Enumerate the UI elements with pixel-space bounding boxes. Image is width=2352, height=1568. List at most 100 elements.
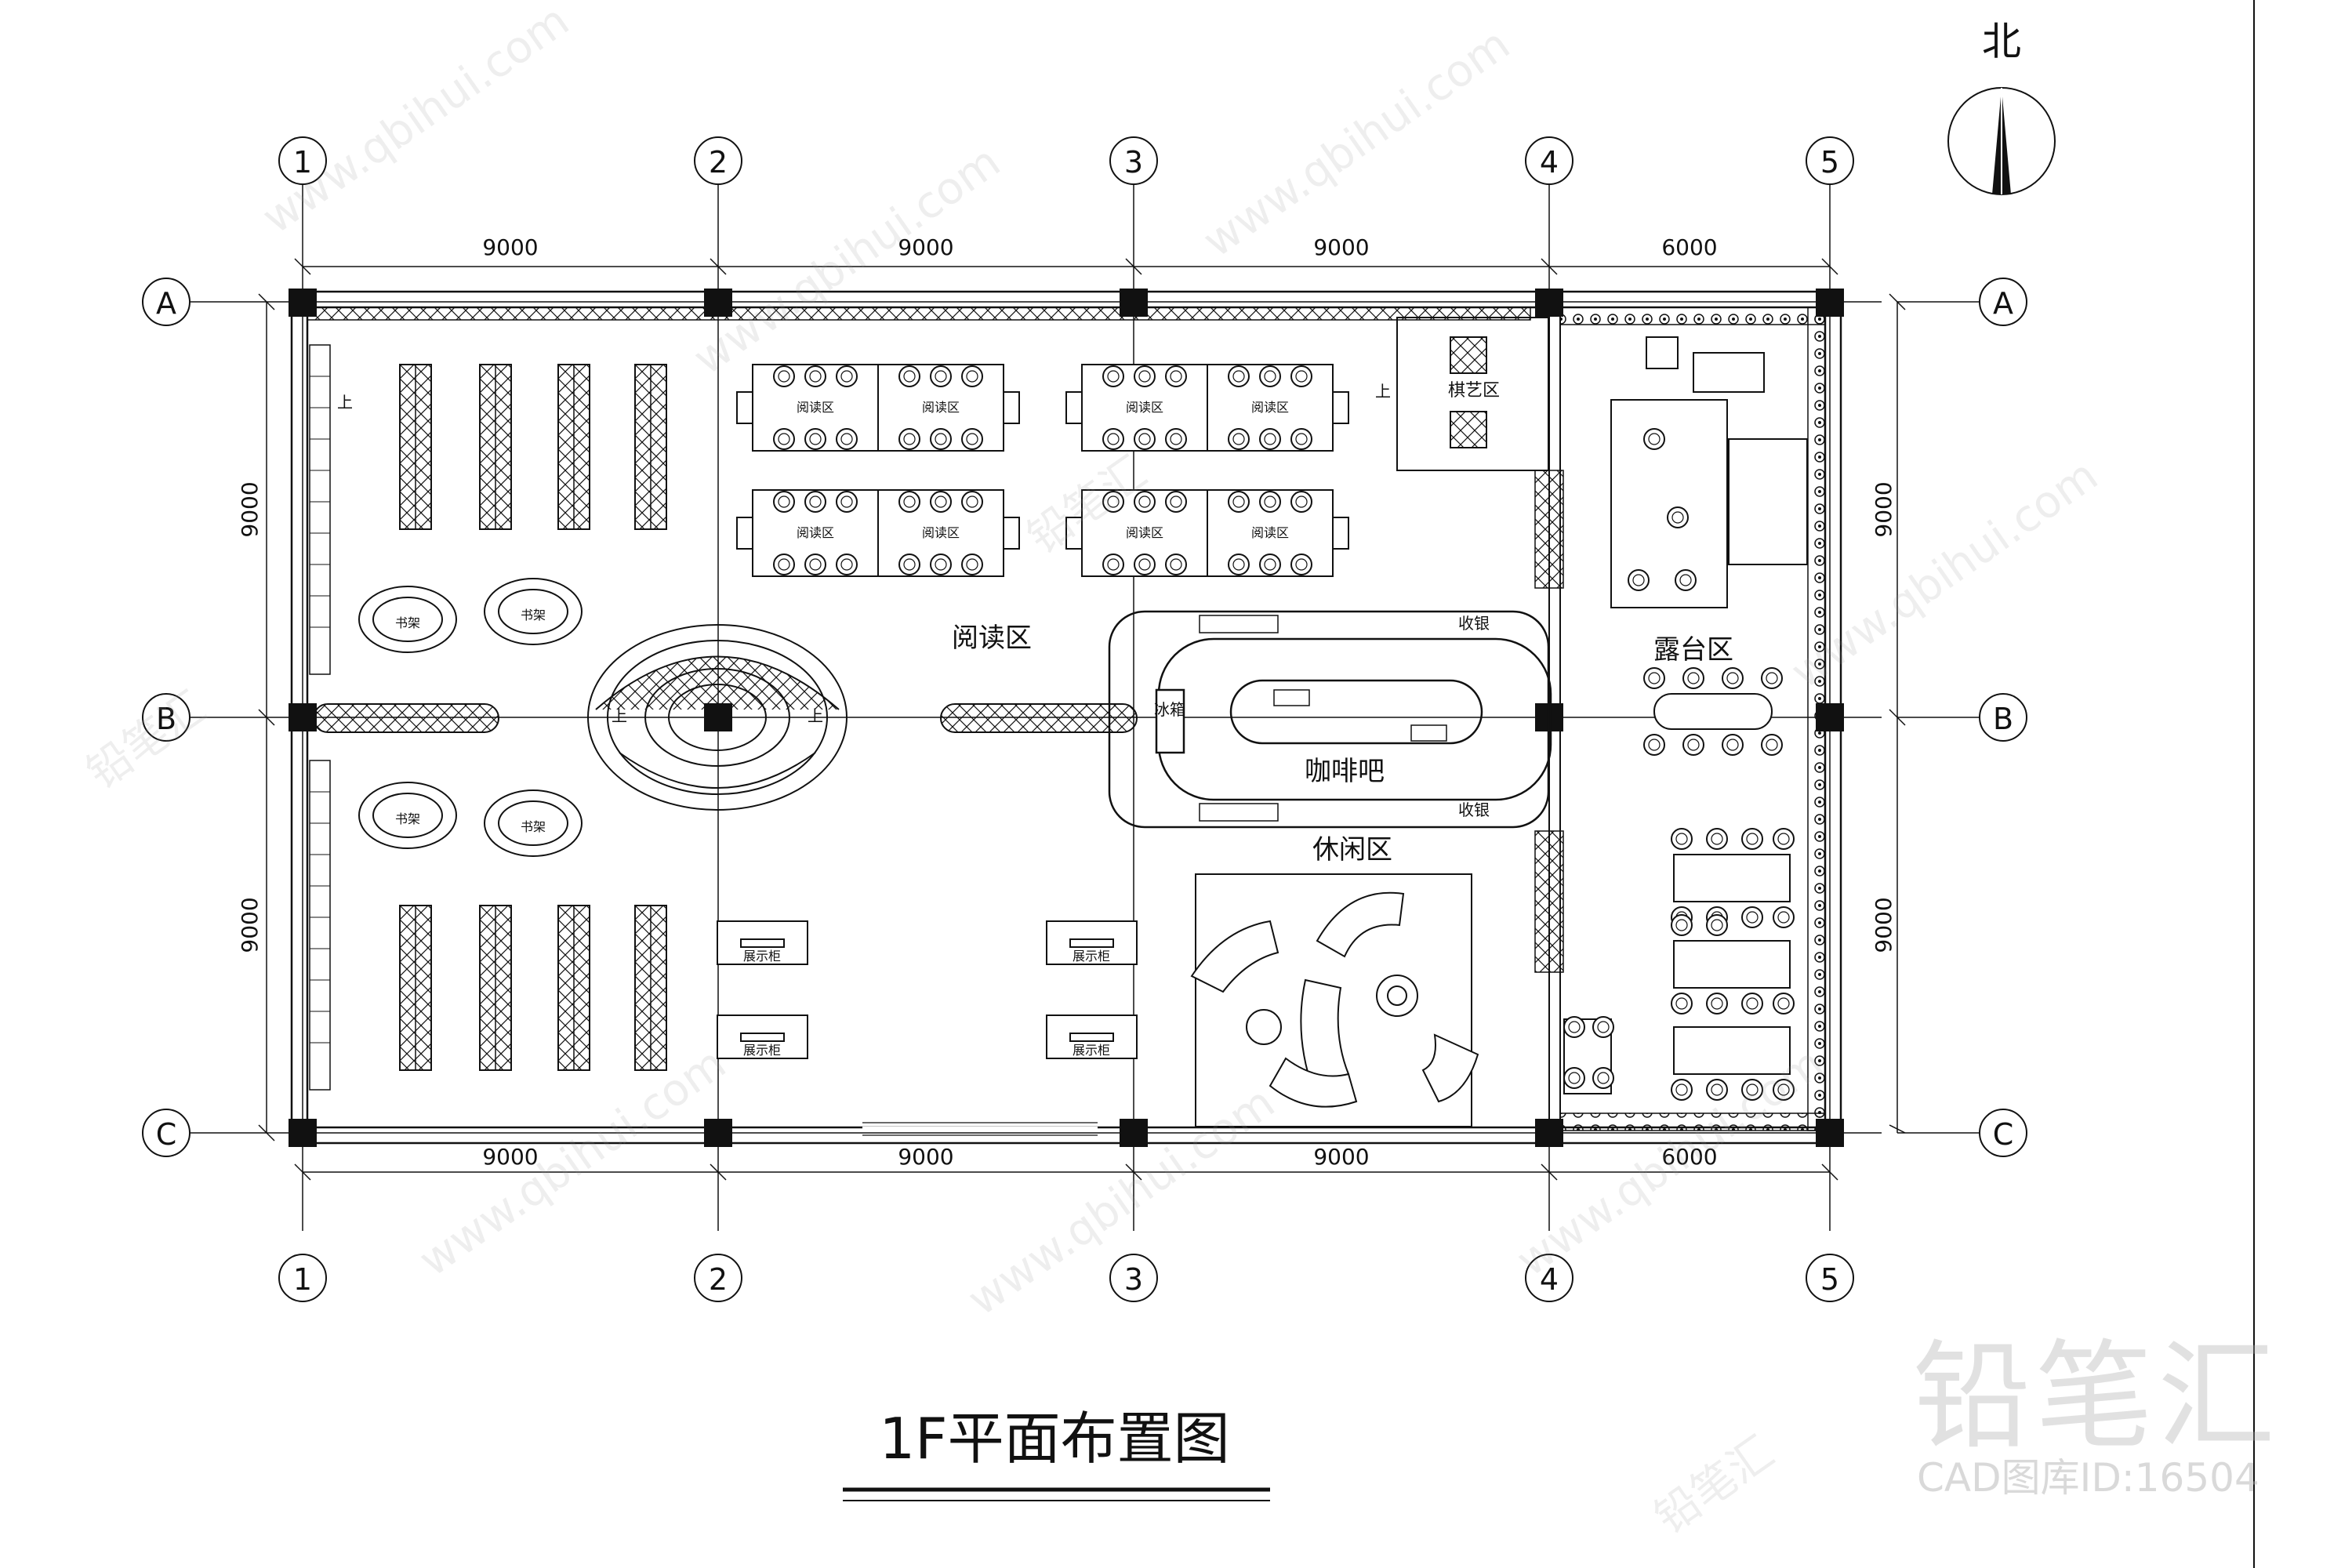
- plan-graphic: [1387, 985, 1407, 1006]
- plan-graphic: [498, 589, 568, 634]
- plan-graphic: [773, 491, 795, 513]
- axis-label: 2: [709, 145, 728, 180]
- plan-graphic: [1120, 1119, 1148, 1147]
- zone-label-reading: 阅读区: [952, 622, 1032, 654]
- axis-bubble: [1979, 278, 2027, 326]
- plan-graphic: [1125, 258, 1142, 275]
- plan-graphic: [930, 554, 952, 575]
- oval-displays: [358, 578, 583, 857]
- shelf-tag: 书架: [521, 819, 546, 834]
- plan-graphic: [1889, 293, 1906, 310]
- window-band-north: [307, 307, 1531, 321]
- axis-bubble: [694, 1254, 742, 1302]
- plan-graphic: [704, 1119, 732, 1147]
- plan-graphic: [1316, 891, 1405, 958]
- axis-label: B: [1993, 702, 2013, 736]
- plan-graphic: [1134, 428, 1156, 450]
- plan-graphic: [1592, 1016, 1614, 1038]
- display-tag: 展示柜: [743, 1043, 781, 1058]
- axis-bubble: [1525, 136, 1573, 185]
- shelf-tag: 书架: [395, 615, 420, 630]
- plan-graphic: [1102, 428, 1124, 450]
- reading-tables: [736, 364, 1349, 577]
- axis-label: 5: [1820, 1262, 1839, 1297]
- plan-graphic: [1450, 411, 1487, 448]
- plan-graphic: [1610, 399, 1728, 608]
- plan-graphic: [1155, 688, 1185, 754]
- plan-graphic: [1667, 506, 1689, 528]
- plan-graphic: [1190, 920, 1279, 993]
- axis-label: C: [156, 1117, 177, 1152]
- dimension-left: [258, 293, 275, 1142]
- zone-label-coffee: 咖啡吧: [1305, 756, 1385, 787]
- dim-text: 9000: [898, 1144, 953, 1170]
- plan-graphic: [1816, 703, 1844, 731]
- plan-graphic: [1120, 289, 1148, 317]
- plan-graphic: [479, 905, 512, 1071]
- plan-graphic: [1069, 1033, 1114, 1042]
- display-tag: 展示柜: [743, 949, 781, 964]
- plan-graphic: [1165, 428, 1187, 450]
- plan-graphic: [1259, 428, 1281, 450]
- bookshelves-north: [399, 364, 667, 530]
- plan-graphic: [1773, 906, 1795, 928]
- plan-graphic: [1889, 709, 1906, 726]
- plan-graphic: [1741, 1079, 1763, 1101]
- plan-graphic: 棋艺区: [1448, 381, 1500, 401]
- shelf-tag: 书架: [521, 608, 546, 622]
- glass-door: [1534, 830, 1564, 973]
- dimension-bottom: [294, 1163, 1838, 1181]
- zone-label-chess: 棋艺区: [1448, 381, 1500, 401]
- axis-bubble: [1109, 136, 1158, 185]
- plan-graphic: [1541, 1163, 1558, 1181]
- axis-bubble: [142, 1109, 191, 1157]
- plan-graphic: [1722, 734, 1744, 756]
- stair-up-label: 上: [808, 706, 823, 725]
- plan-graphic: [898, 428, 920, 450]
- plan-graphic: [1643, 734, 1665, 756]
- plan-graphic: [773, 554, 795, 575]
- table-tag: 阅读区: [797, 525, 834, 540]
- display-tag: 展示柜: [1073, 949, 1110, 964]
- plan-graphic: [1108, 610, 1550, 829]
- dim-text: 9000: [482, 234, 538, 260]
- plan-graphic: [1290, 428, 1312, 450]
- central-oval-display: [587, 624, 848, 811]
- plan-graphic: [1273, 689, 1310, 706]
- plan-graphic: [1290, 554, 1312, 575]
- table-tag: 阅读区: [1251, 400, 1289, 415]
- stair-up-label: 上: [612, 706, 627, 725]
- plan-graphic: [898, 365, 920, 387]
- lounge-sofas: [1190, 891, 1479, 1108]
- lounge-boundary: [1195, 873, 1472, 1127]
- dim-text: 9000: [898, 234, 953, 260]
- plan-graphic: [898, 554, 920, 575]
- plan-graphic: [1102, 365, 1124, 387]
- plan-graphic: [1102, 554, 1124, 575]
- plan-graphic: [1290, 491, 1312, 513]
- stair-up-label: 上: [337, 393, 353, 412]
- planter-south: [1559, 1112, 1826, 1131]
- axis-bubble: [278, 1254, 327, 1302]
- axis-bubble: [694, 136, 742, 185]
- plan-graphic: [1102, 491, 1124, 513]
- plan-graphic: [1816, 289, 1844, 317]
- plan-graphic: [1134, 365, 1156, 387]
- axis-bubble: [1979, 1109, 2027, 1157]
- plan-graphic: [710, 1163, 727, 1181]
- axis-label: 1: [293, 145, 312, 180]
- plan-graphic: [634, 364, 667, 530]
- plan-graphic: [1269, 1057, 1358, 1108]
- plan-graphic: [1706, 914, 1728, 936]
- plan-graphic: [1535, 1119, 1563, 1147]
- fridge-label: 冰箱: [1154, 700, 1185, 719]
- plan-graphic: [1290, 365, 1312, 387]
- terrace-lounge: [1610, 336, 1808, 608]
- axis-label: 2: [709, 1262, 728, 1297]
- glass-door: [1534, 470, 1564, 589]
- plan-graphic: [1125, 1163, 1142, 1181]
- plan-graphic: 阅读区 阅读区 阅读区 阅读区 阅读区 阅读区 阅读区 阅读区: [797, 400, 1289, 540]
- plan-graphic: [804, 554, 826, 575]
- plan-graphic: [704, 289, 732, 317]
- plan-graphic: [1693, 352, 1765, 393]
